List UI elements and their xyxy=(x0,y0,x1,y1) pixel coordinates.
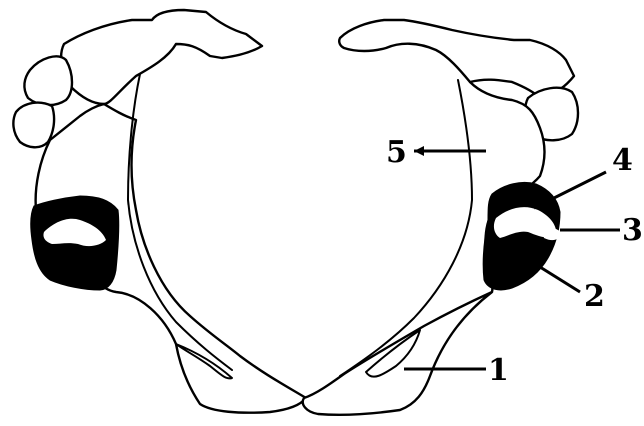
label-2: 2 xyxy=(584,279,605,314)
label-1: 1 xyxy=(488,353,509,388)
left-ilium-lobe-lower xyxy=(13,103,54,148)
left-pelvic-brim xyxy=(128,74,232,370)
right-ilium-crest xyxy=(339,20,574,98)
left-ilium-crest xyxy=(61,10,262,104)
label-3: 3 xyxy=(622,213,643,248)
right-hip-bone xyxy=(303,20,578,415)
leader-2 xyxy=(532,262,580,292)
left-hip-bone xyxy=(13,10,306,413)
label-5: 5 xyxy=(386,135,407,170)
leader-5-arrowhead xyxy=(414,146,424,156)
left-ilium-lobe-upper xyxy=(24,56,72,105)
label-4: 4 xyxy=(612,143,633,178)
